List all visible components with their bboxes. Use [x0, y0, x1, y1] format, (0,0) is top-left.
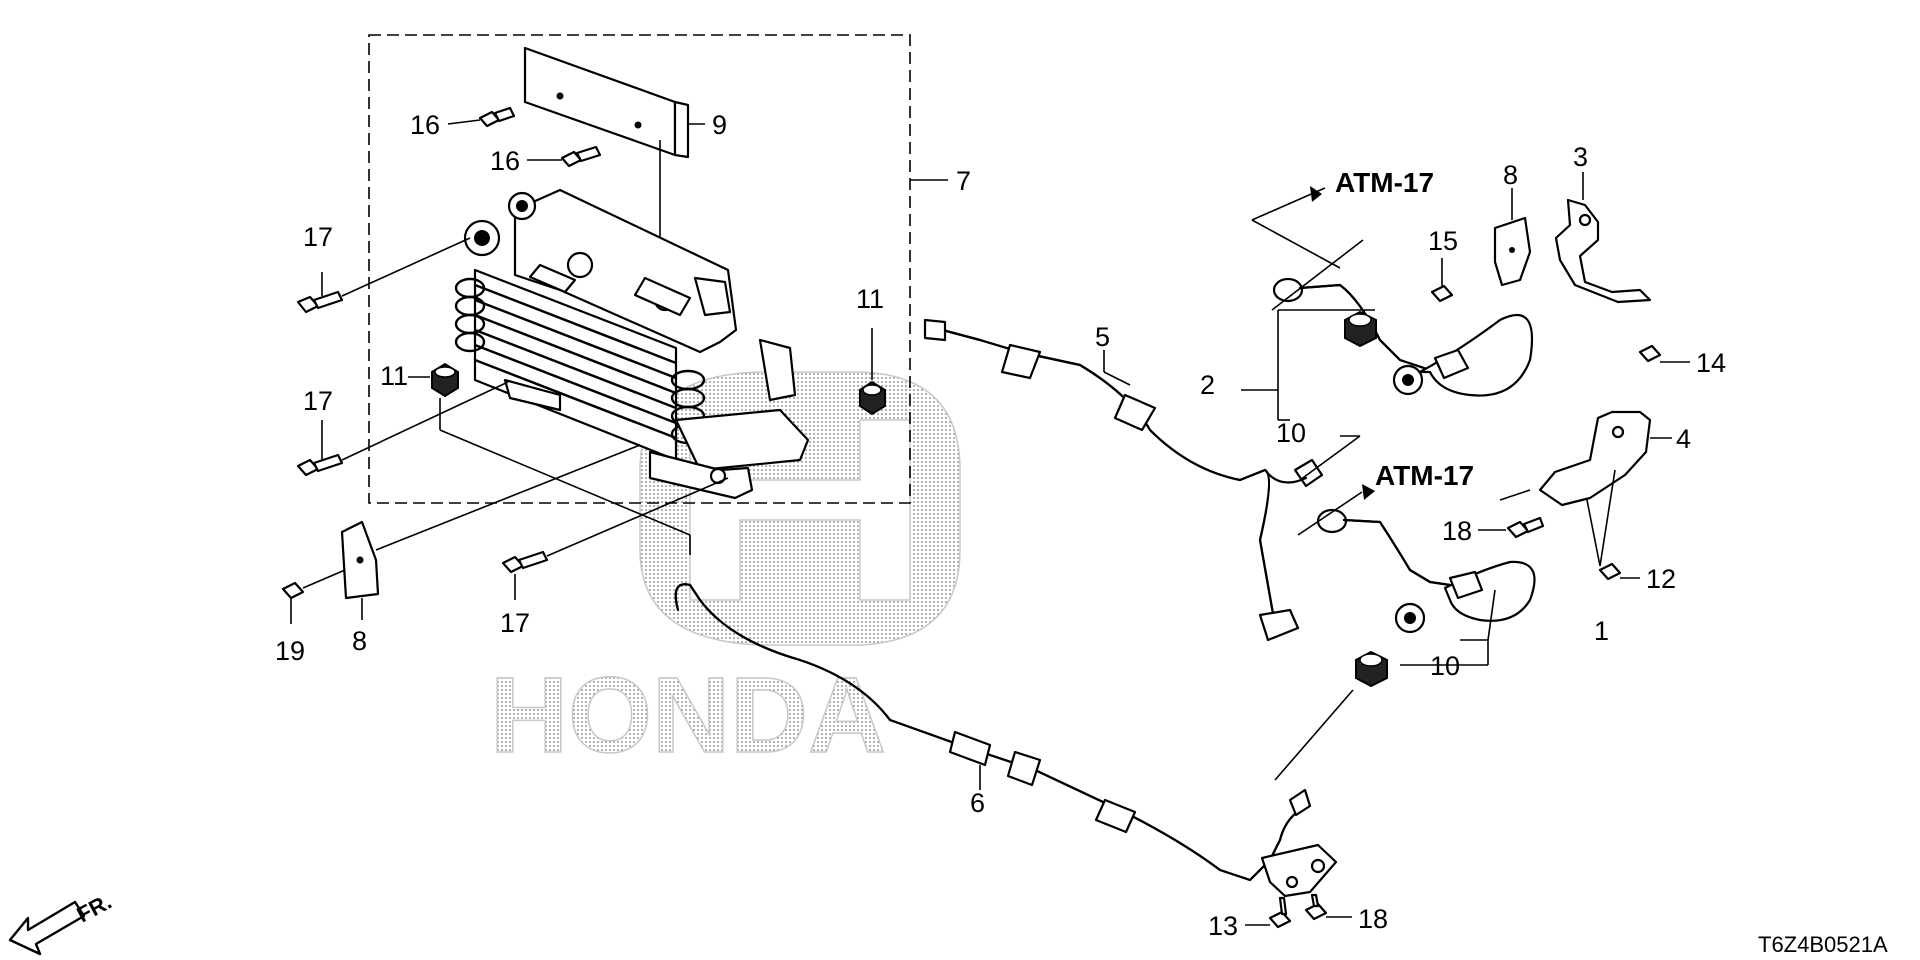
honda-watermark: HONDA — [489, 371, 961, 776]
callout-19: 19 — [275, 636, 305, 666]
part-8-bracket-left — [340, 520, 380, 600]
assembly-box — [368, 34, 911, 504]
callout-2: 2 — [1200, 370, 1215, 400]
callout-11-left: 11 — [380, 361, 408, 391]
part-11-nut-right — [859, 380, 886, 416]
part-1-pipe — [1316, 508, 1536, 634]
part-3-bracket — [1554, 198, 1652, 304]
callout-numbers: 1 2 3 4 5 6 7 8 8 9 10 10 11 11 12 13 14… — [275, 110, 1726, 941]
part-4-bracket — [1538, 410, 1652, 507]
part-8-bracket-right — [1493, 216, 1532, 287]
part-17-bolt-c — [501, 550, 549, 574]
part-2-pipe — [1272, 277, 1534, 397]
callout-4: 4 — [1676, 424, 1691, 454]
atm-17-arrow-lower — [1362, 484, 1375, 500]
watermark-text: HONDA — [490, 654, 886, 775]
part-16-bolt-a — [478, 106, 516, 128]
atm-17-reference-upper: ATM-17 — [1335, 167, 1434, 198]
diagram-code: T6Z4B0521A — [1758, 932, 1888, 957]
part-17-bolt-a — [296, 290, 344, 314]
callout-14: 14 — [1696, 348, 1726, 378]
part-10-nut-upper — [1344, 310, 1377, 348]
callout-18-lower: 18 — [1358, 904, 1388, 934]
part-6-hose — [674, 583, 1338, 898]
callout-17-lower: 17 — [500, 608, 530, 638]
part-9-plate — [523, 46, 690, 159]
atm-17-arrow-upper — [1310, 186, 1322, 202]
callout-16-upper: 16 — [410, 110, 440, 140]
front-direction-arrow: FR. — [8, 889, 116, 956]
callout-12: 12 — [1646, 564, 1676, 594]
part-11-nut-left — [431, 362, 459, 398]
part-17-bolt-b — [296, 453, 344, 477]
atm-17-reference-lower: ATM-17 — [1375, 460, 1474, 491]
part-12-bolt — [1598, 562, 1622, 581]
part-13-bolt — [1268, 896, 1292, 929]
callout-15: 15 — [1428, 226, 1458, 256]
callout-17-upper: 17 — [303, 222, 333, 252]
part-10-nut-lower — [1355, 650, 1388, 688]
callout-3: 3 — [1573, 142, 1588, 172]
front-direction-label: FR. — [73, 889, 116, 928]
callout-11-right: 11 — [856, 284, 884, 314]
callout-13: 13 — [1208, 911, 1238, 941]
callout-5: 5 — [1095, 322, 1110, 352]
callout-10-lower: 10 — [1430, 651, 1460, 681]
part-14-bolt — [1638, 344, 1662, 363]
callout-16-lower: 16 — [490, 146, 520, 176]
callout-17-middle: 17 — [303, 386, 333, 416]
part-19-bolt — [281, 581, 305, 600]
callout-9: 9 — [712, 110, 727, 140]
part-16-bolt-b — [560, 145, 602, 168]
part-18-bolt-lower — [1304, 893, 1328, 921]
callout-10-upper: 10 — [1276, 418, 1306, 448]
part-5-hose — [923, 318, 1324, 642]
callout-1: 1 — [1594, 616, 1609, 646]
part-15-bolt — [1430, 284, 1454, 303]
part-18-bolt-upper — [1506, 516, 1545, 539]
oil-cooler-assembly — [454, 188, 810, 500]
callout-7: 7 — [956, 166, 971, 196]
callout-8-right: 8 — [1503, 160, 1518, 190]
callout-18-upper: 18 — [1442, 516, 1472, 546]
callout-8-left: 8 — [352, 626, 367, 656]
callout-6: 6 — [970, 788, 985, 818]
